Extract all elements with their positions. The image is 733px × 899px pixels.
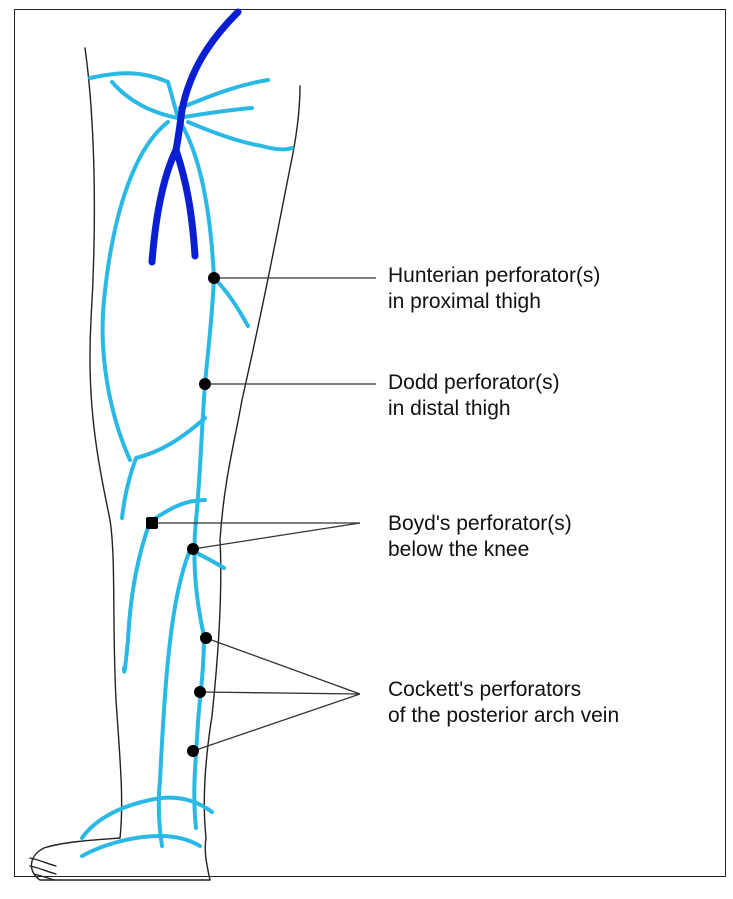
cockett-label-line2: of the posterior arch vein <box>388 703 619 729</box>
cockett-label: Cockett's perforators of the posterior a… <box>388 677 619 729</box>
boyd-perforator-dot-2 <box>187 543 199 555</box>
boyd-label-line1: Boyd's perforator(s) <box>388 511 572 537</box>
medial-calf-vein <box>124 522 150 672</box>
dodd-label-line1: Dodd perforator(s) <box>388 370 560 396</box>
hunterian-label-line2: in proximal thigh <box>388 289 600 315</box>
lateral-thigh-vein <box>103 122 168 460</box>
thigh-upper-branch <box>214 278 248 326</box>
posterior-arch-vein <box>159 550 190 846</box>
groin-left-branch <box>90 73 178 118</box>
pointer-lines <box>152 278 376 751</box>
dodd-perforator-dot <box>199 378 211 390</box>
great-saphenous-vein <box>178 118 214 828</box>
groin-right-curve <box>188 122 292 149</box>
cockett-perforator-dot-3 <box>187 745 199 757</box>
hunterian-perforator-dot <box>208 272 220 284</box>
femoral-vein-left-branch <box>152 150 176 262</box>
toe-line-1 <box>30 858 56 866</box>
dodd-label-line2: in distal thigh <box>388 396 560 422</box>
boyd-label: Boyd's perforator(s) below the knee <box>388 511 572 563</box>
boyd-pointer-line-2 <box>193 523 360 549</box>
hunterian-label: Hunterian perforator(s) in proximal thig… <box>388 263 600 315</box>
boyd-label-line2: below the knee <box>388 537 572 563</box>
boyd-perforator-dot-1 <box>146 517 158 529</box>
cockett-pointer-line-2 <box>200 692 360 694</box>
cockett-pointer-line-1 <box>206 638 360 694</box>
groin-upper-right <box>180 80 268 108</box>
cockett-perforator-dot-2 <box>194 686 206 698</box>
cockett-pointer-line-3 <box>193 694 360 751</box>
groin-right-branch <box>178 108 252 118</box>
cockett-label-line1: Cockett's perforators <box>388 677 619 703</box>
cockett-perforator-dot-1 <box>200 632 212 644</box>
hunterian-label-line1: Hunterian perforator(s) <box>388 263 600 289</box>
femoral-vein-right-branch <box>176 150 195 256</box>
dodd-label: Dodd perforator(s) in distal thigh <box>388 370 560 422</box>
